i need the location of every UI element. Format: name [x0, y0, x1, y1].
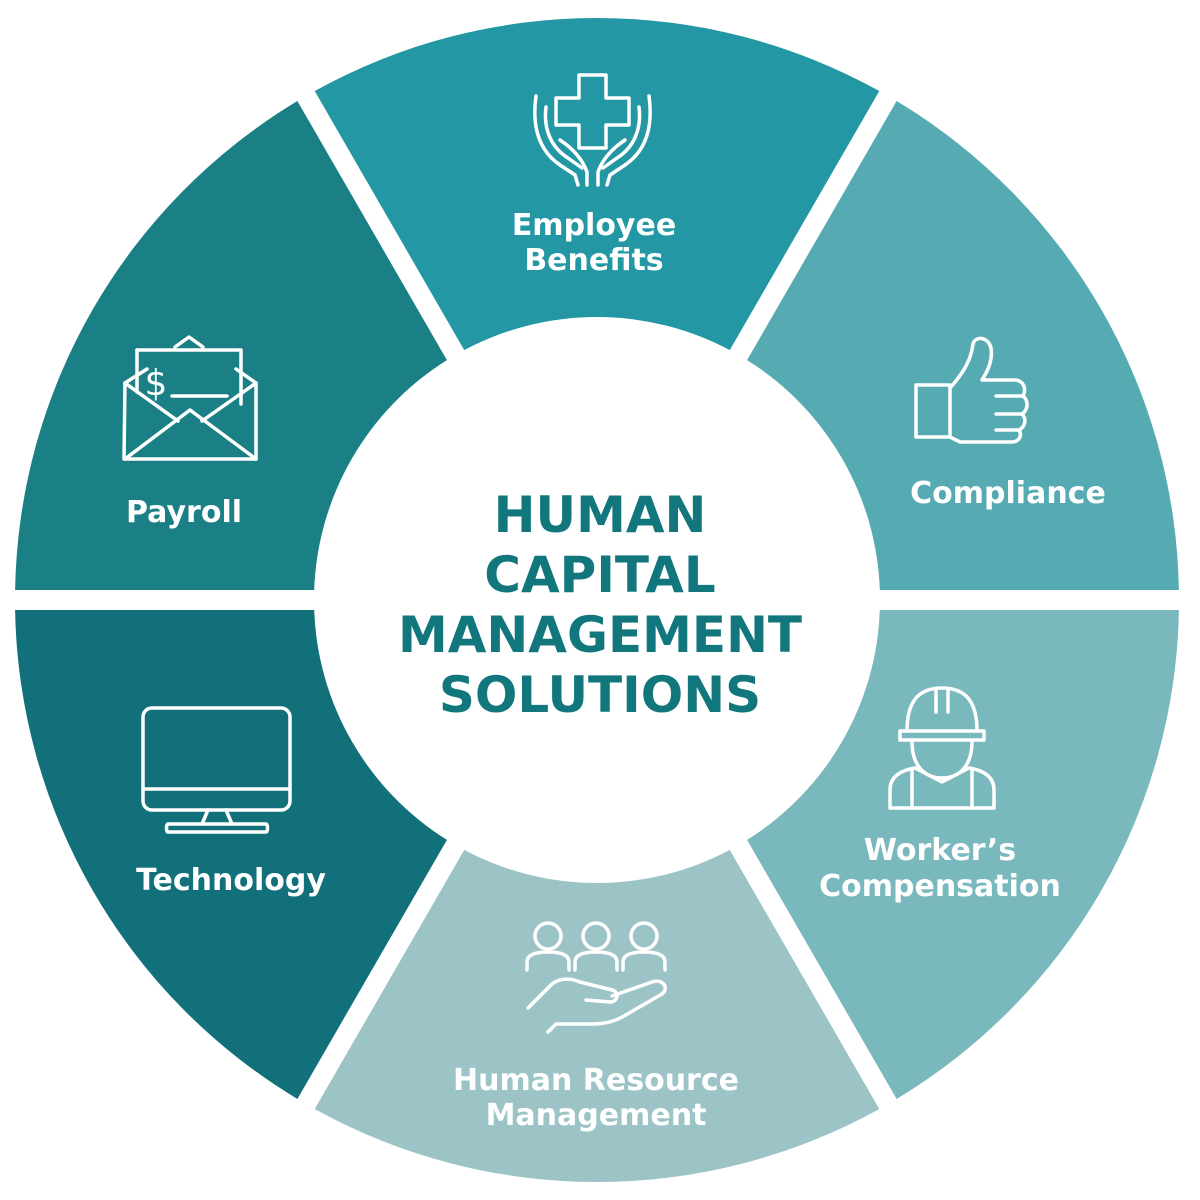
- center-title-line-3: MANAGEMENT: [398, 606, 802, 664]
- segment-human-resource-management: [314, 849, 880, 1182]
- human-resource-management-label-line-1: Human Resource: [453, 1063, 739, 1098]
- hands-medical-cross-icon: [533, 73, 652, 187]
- compliance-group: Compliance: [910, 336, 1106, 511]
- construction-worker-icon: [888, 686, 996, 810]
- center-title-line-1: HUMAN: [494, 486, 707, 544]
- thumbs-up-icon: [914, 336, 1029, 444]
- segment-workers-compensation: [747, 609, 1179, 1099]
- employee-benefits-label-line-1: Employee: [512, 208, 676, 243]
- human-resource-management-label-line-2: Management: [486, 1098, 707, 1133]
- technology-group: Technology: [136, 706, 326, 898]
- center-title-line-4: SOLUTIONS: [439, 666, 761, 724]
- human-resource-management-group: Human Resource Management: [453, 921, 739, 1133]
- segments: [15, 17, 1179, 1182]
- workers-compensation-group: Worker’s Compensation: [819, 686, 1061, 904]
- segment-compliance: [747, 101, 1179, 591]
- segment-technology: [15, 609, 447, 1099]
- compliance-label: Compliance: [910, 476, 1106, 511]
- center-title: HUMAN CAPITAL MANAGEMENT SOLUTIONS: [398, 486, 802, 724]
- people-in-hand-icon: [525, 921, 667, 1034]
- center-title-line-2: CAPITAL: [484, 546, 715, 604]
- envelope-dollar-check-icon: [122, 335, 258, 461]
- desktop-monitor-icon: [141, 706, 292, 834]
- payroll-label: Payroll: [126, 495, 242, 530]
- segment-payroll: [15, 101, 447, 591]
- payroll-dollar-sign: $: [145, 363, 168, 404]
- employee-benefits-label-line-2: Benefits: [524, 243, 663, 278]
- employee-benefits-group: Employee Benefits: [512, 73, 676, 278]
- payroll-group: $ Payroll: [122, 335, 258, 530]
- workers-compensation-label-line-2: Compensation: [819, 869, 1061, 904]
- technology-label: Technology: [136, 863, 326, 898]
- workers-compensation-label-line-1: Worker’s: [864, 833, 1016, 868]
